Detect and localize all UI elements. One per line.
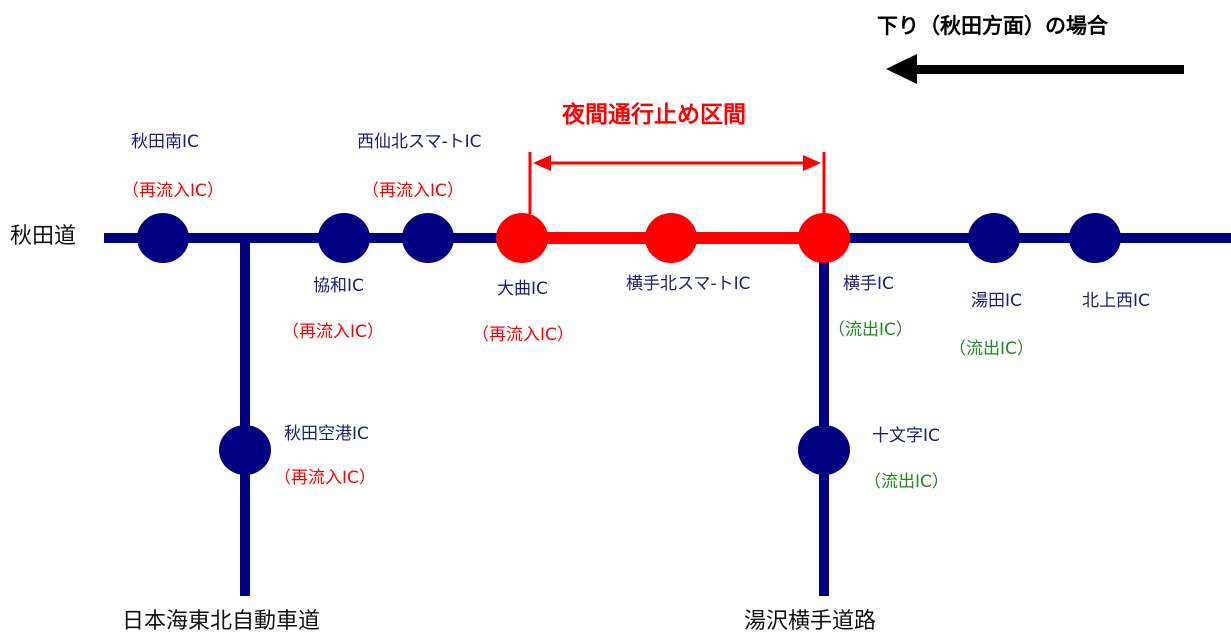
ic-label-akita-minami: 秋田南IC: [131, 132, 199, 152]
ic-note-kyowa: （再流入IC）: [282, 322, 384, 342]
ic-note-omagari: （再流入IC）: [472, 325, 574, 345]
closure-range-arrow-icon: [533, 155, 821, 171]
road-name-yuzawa-yokote: 湯沢横手道路: [744, 609, 877, 634]
ic-label-yokote: 横手IC: [843, 274, 894, 294]
ic-label-nishisenboku-smart: 西仙北スマ-トIC: [357, 132, 482, 152]
ic-node-kitakami-nishi: [1069, 213, 1121, 263]
ic-label-kitakami-nishi: 北上西IC: [1082, 291, 1150, 311]
ic-label-yokote-kita-smart: 横手北スマ-トIC: [626, 274, 751, 294]
ic-note-yuda: （流出IC）: [949, 339, 1034, 359]
ic-note-akita-airport: （再流入IC）: [274, 468, 376, 488]
direction-title: 下り（秋田方面）の場合: [877, 14, 1108, 38]
ic-node-yokote-kita-smart: [645, 213, 697, 263]
ic-node-kyowa: [318, 213, 370, 263]
ic-node-akita-airport: [219, 425, 271, 475]
ic-note-yokote: （流出IC）: [828, 320, 913, 340]
ic-node-akita-minami: [137, 213, 189, 263]
ic-node-nishisenboku-smart: [402, 213, 454, 263]
left-arrow-icon: [886, 54, 1184, 84]
ic-node-omagari: [496, 213, 548, 263]
ic-note-akita-minami: （再流入IC）: [122, 181, 224, 201]
ic-label-yuda: 湯田IC: [971, 291, 1022, 311]
ic-node-yuda: [968, 213, 1020, 263]
ic-label-omagari: 大曲IC: [497, 279, 548, 299]
ic-label-akita-airport: 秋田空港IC: [284, 424, 369, 444]
ic-node-yokote: [798, 213, 850, 263]
road-name-akita-expressway: 秋田道: [10, 224, 77, 249]
ic-note-nishisenboku-smart: （再流入IC）: [362, 181, 464, 201]
ic-label-jumonji: 十文字IC: [872, 426, 940, 446]
road-name-nihonkai-tohoku: 日本海東北自動車道: [122, 609, 321, 634]
closure-title: 夜間通行止め区間: [562, 102, 746, 128]
ic-note-jumonji: （流出IC）: [864, 472, 949, 492]
ic-label-kyowa: 協和IC: [313, 276, 364, 296]
ic-node-jumonji: [798, 425, 850, 475]
